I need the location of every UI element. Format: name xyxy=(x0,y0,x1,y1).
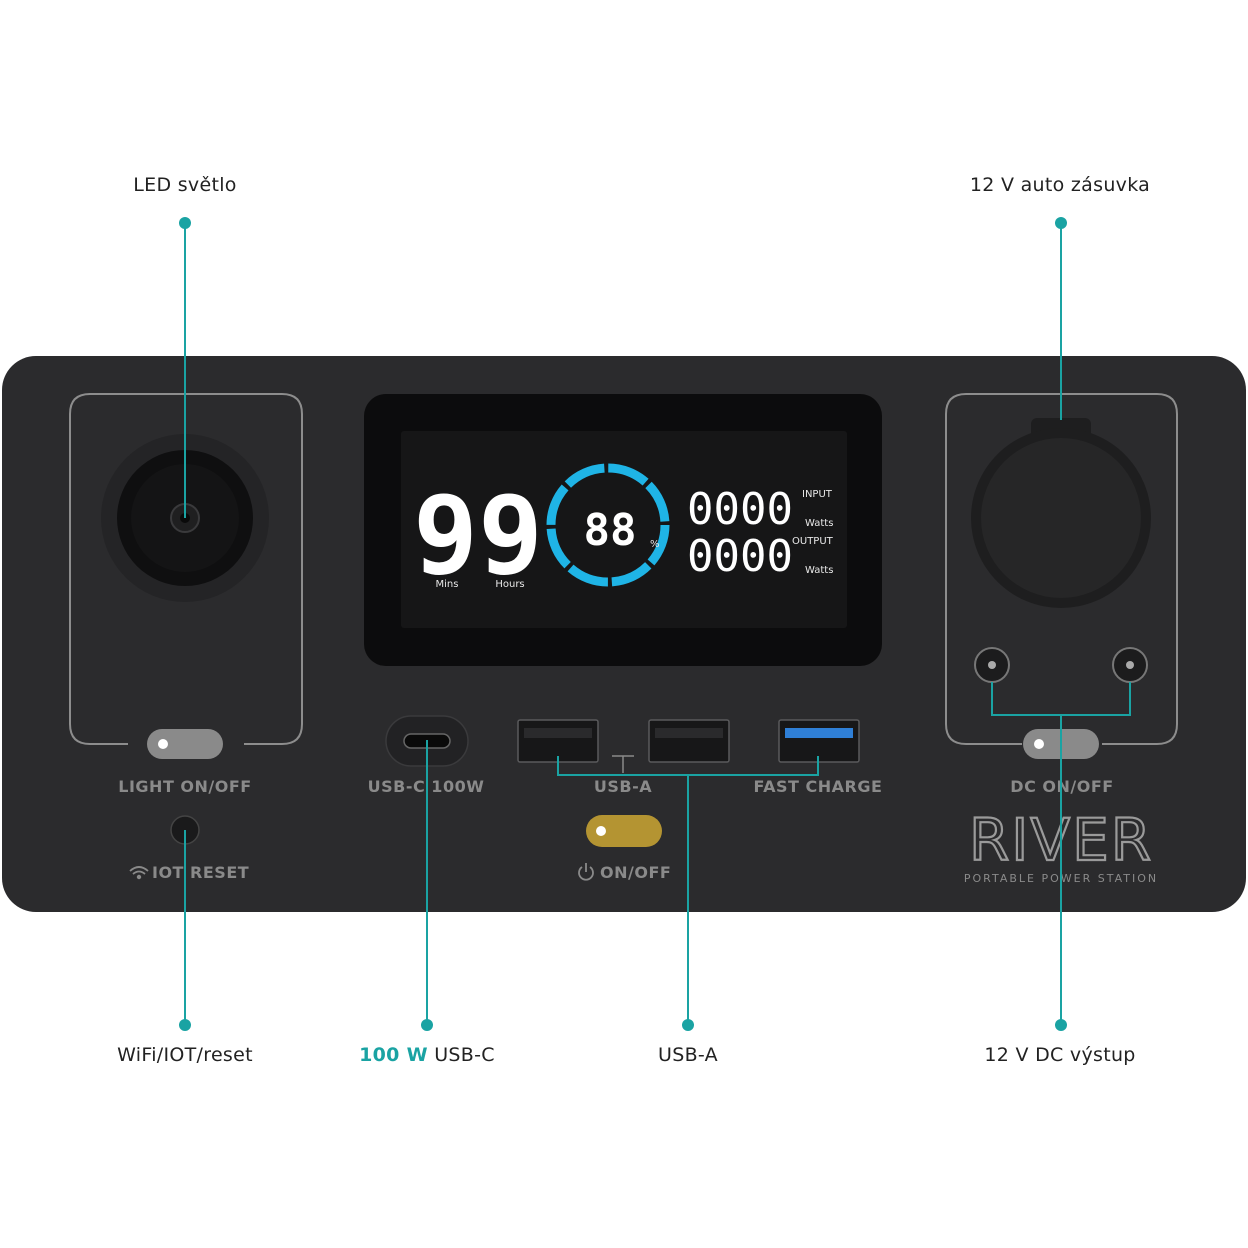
usba-port-2[interactable] xyxy=(648,719,730,763)
battery-ring xyxy=(546,463,670,587)
callout-dc-output: 12 V DC výstup xyxy=(984,1044,1136,1066)
callout-lines xyxy=(184,223,1131,1025)
callout-usbc-accent: 100 W xyxy=(359,1044,428,1066)
usba-label: USB-A xyxy=(594,777,652,796)
callout-wifi-reset: WiFi/IOT/reset xyxy=(117,1044,253,1066)
percent-sign: % xyxy=(650,539,660,550)
iot-reset-label: IOT RESET xyxy=(152,863,249,882)
fast-charge-port[interactable] xyxy=(778,719,860,763)
callout-led-light: LED světlo xyxy=(133,174,237,196)
mins-label: Mins xyxy=(436,579,459,590)
output-watts-label: Watts xyxy=(805,565,833,576)
light-toggle-button[interactable] xyxy=(147,729,223,759)
callout-car-socket: 12 V auto zásuvka xyxy=(969,174,1151,196)
usba-port-1[interactable] xyxy=(517,719,599,763)
light-onoff-label: LIGHT ON/OFF xyxy=(118,777,251,796)
dc-output-port-2[interactable] xyxy=(1112,647,1148,683)
input-watts-label: Watts xyxy=(805,518,833,529)
callout-usbc-rest: USB-C xyxy=(427,1044,495,1066)
time-digits: 99 xyxy=(413,474,543,599)
percent-digits: 88 xyxy=(584,505,637,556)
input-digits: 0000 xyxy=(687,484,793,535)
car-socket[interactable] xyxy=(971,418,1151,608)
output-label: OUTPUT xyxy=(792,536,834,547)
callout-usba: USB-A xyxy=(658,1044,718,1066)
input-label: INPUT xyxy=(802,489,833,500)
power-onoff-label: ON/OFF xyxy=(600,863,671,882)
callout-usbc: 100 W USB-C xyxy=(277,1044,577,1066)
wifi-icon xyxy=(129,866,149,880)
callout-dots xyxy=(179,217,1067,1031)
usbc-label: USB-C 100W xyxy=(368,777,485,796)
hours-label: Hours xyxy=(495,579,524,590)
lcd-screen xyxy=(401,431,847,628)
dc-output-port-1[interactable] xyxy=(974,647,1010,683)
usba-bracket xyxy=(612,755,634,773)
output-digits: 0000 xyxy=(687,531,793,582)
fast-charge-label: FAST CHARGE xyxy=(754,777,883,796)
power-icon xyxy=(578,863,594,881)
power-button[interactable] xyxy=(586,815,662,847)
